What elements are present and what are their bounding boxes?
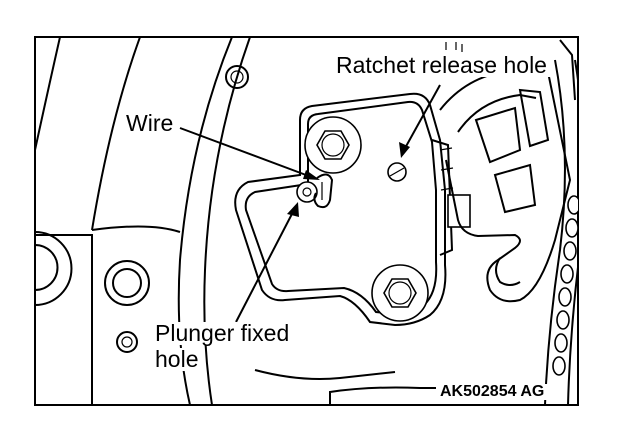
plunger-leader-line (235, 209, 295, 323)
bottom-bolt-center (388, 281, 412, 305)
casing-curve (254, 369, 396, 380)
bolt-hole (116, 331, 138, 353)
tensioner-arm-tip (495, 257, 521, 286)
plunger-detail (439, 147, 453, 151)
bolt-hole-inner (121, 336, 133, 348)
wire (313, 173, 334, 209)
plunger-arrowhead (287, 202, 299, 217)
wire-arrowhead (303, 170, 320, 180)
ratchet-slot (389, 167, 405, 177)
plunger-fixed-hole (296, 181, 318, 203)
boss-circle-inner (112, 268, 142, 298)
casing-curve (203, 37, 251, 405)
wire-leader-line (179, 127, 315, 179)
plunger-fixed-label-line2: hole (152, 348, 202, 371)
timing-chain (544, 59, 578, 405)
arm-slot (493, 163, 537, 214)
plunger-fixed-label-line1: Plunger fixed (152, 322, 293, 345)
figure-id-label: AK502854 AG (436, 384, 549, 400)
tensioner-bracket (234, 92, 447, 327)
arm-slot (474, 106, 522, 164)
arm-slot (518, 88, 550, 148)
boss-circle (104, 260, 150, 306)
ratchet-arrowhead (399, 142, 410, 158)
casing-curve (91, 37, 141, 231)
casing-curve (91, 225, 181, 233)
ratchet-leader-line (403, 84, 441, 151)
wire-label: Wire (124, 110, 176, 136)
top-bolt-center (321, 133, 345, 157)
bolt-hole (225, 65, 249, 89)
ratchet-release-hole-label: Ratchet release hole (333, 54, 550, 77)
plunger-housing (447, 194, 471, 228)
bolt-hole-inner (230, 70, 244, 84)
left-boss (35, 244, 59, 291)
plunger-hole-inner (302, 187, 312, 197)
left-boss-outer (35, 231, 73, 306)
casing-curve (35, 37, 61, 151)
casing-edge (35, 234, 93, 405)
figure-frame (34, 36, 579, 406)
casing-edge (329, 386, 478, 405)
casing-edge (559, 39, 576, 101)
